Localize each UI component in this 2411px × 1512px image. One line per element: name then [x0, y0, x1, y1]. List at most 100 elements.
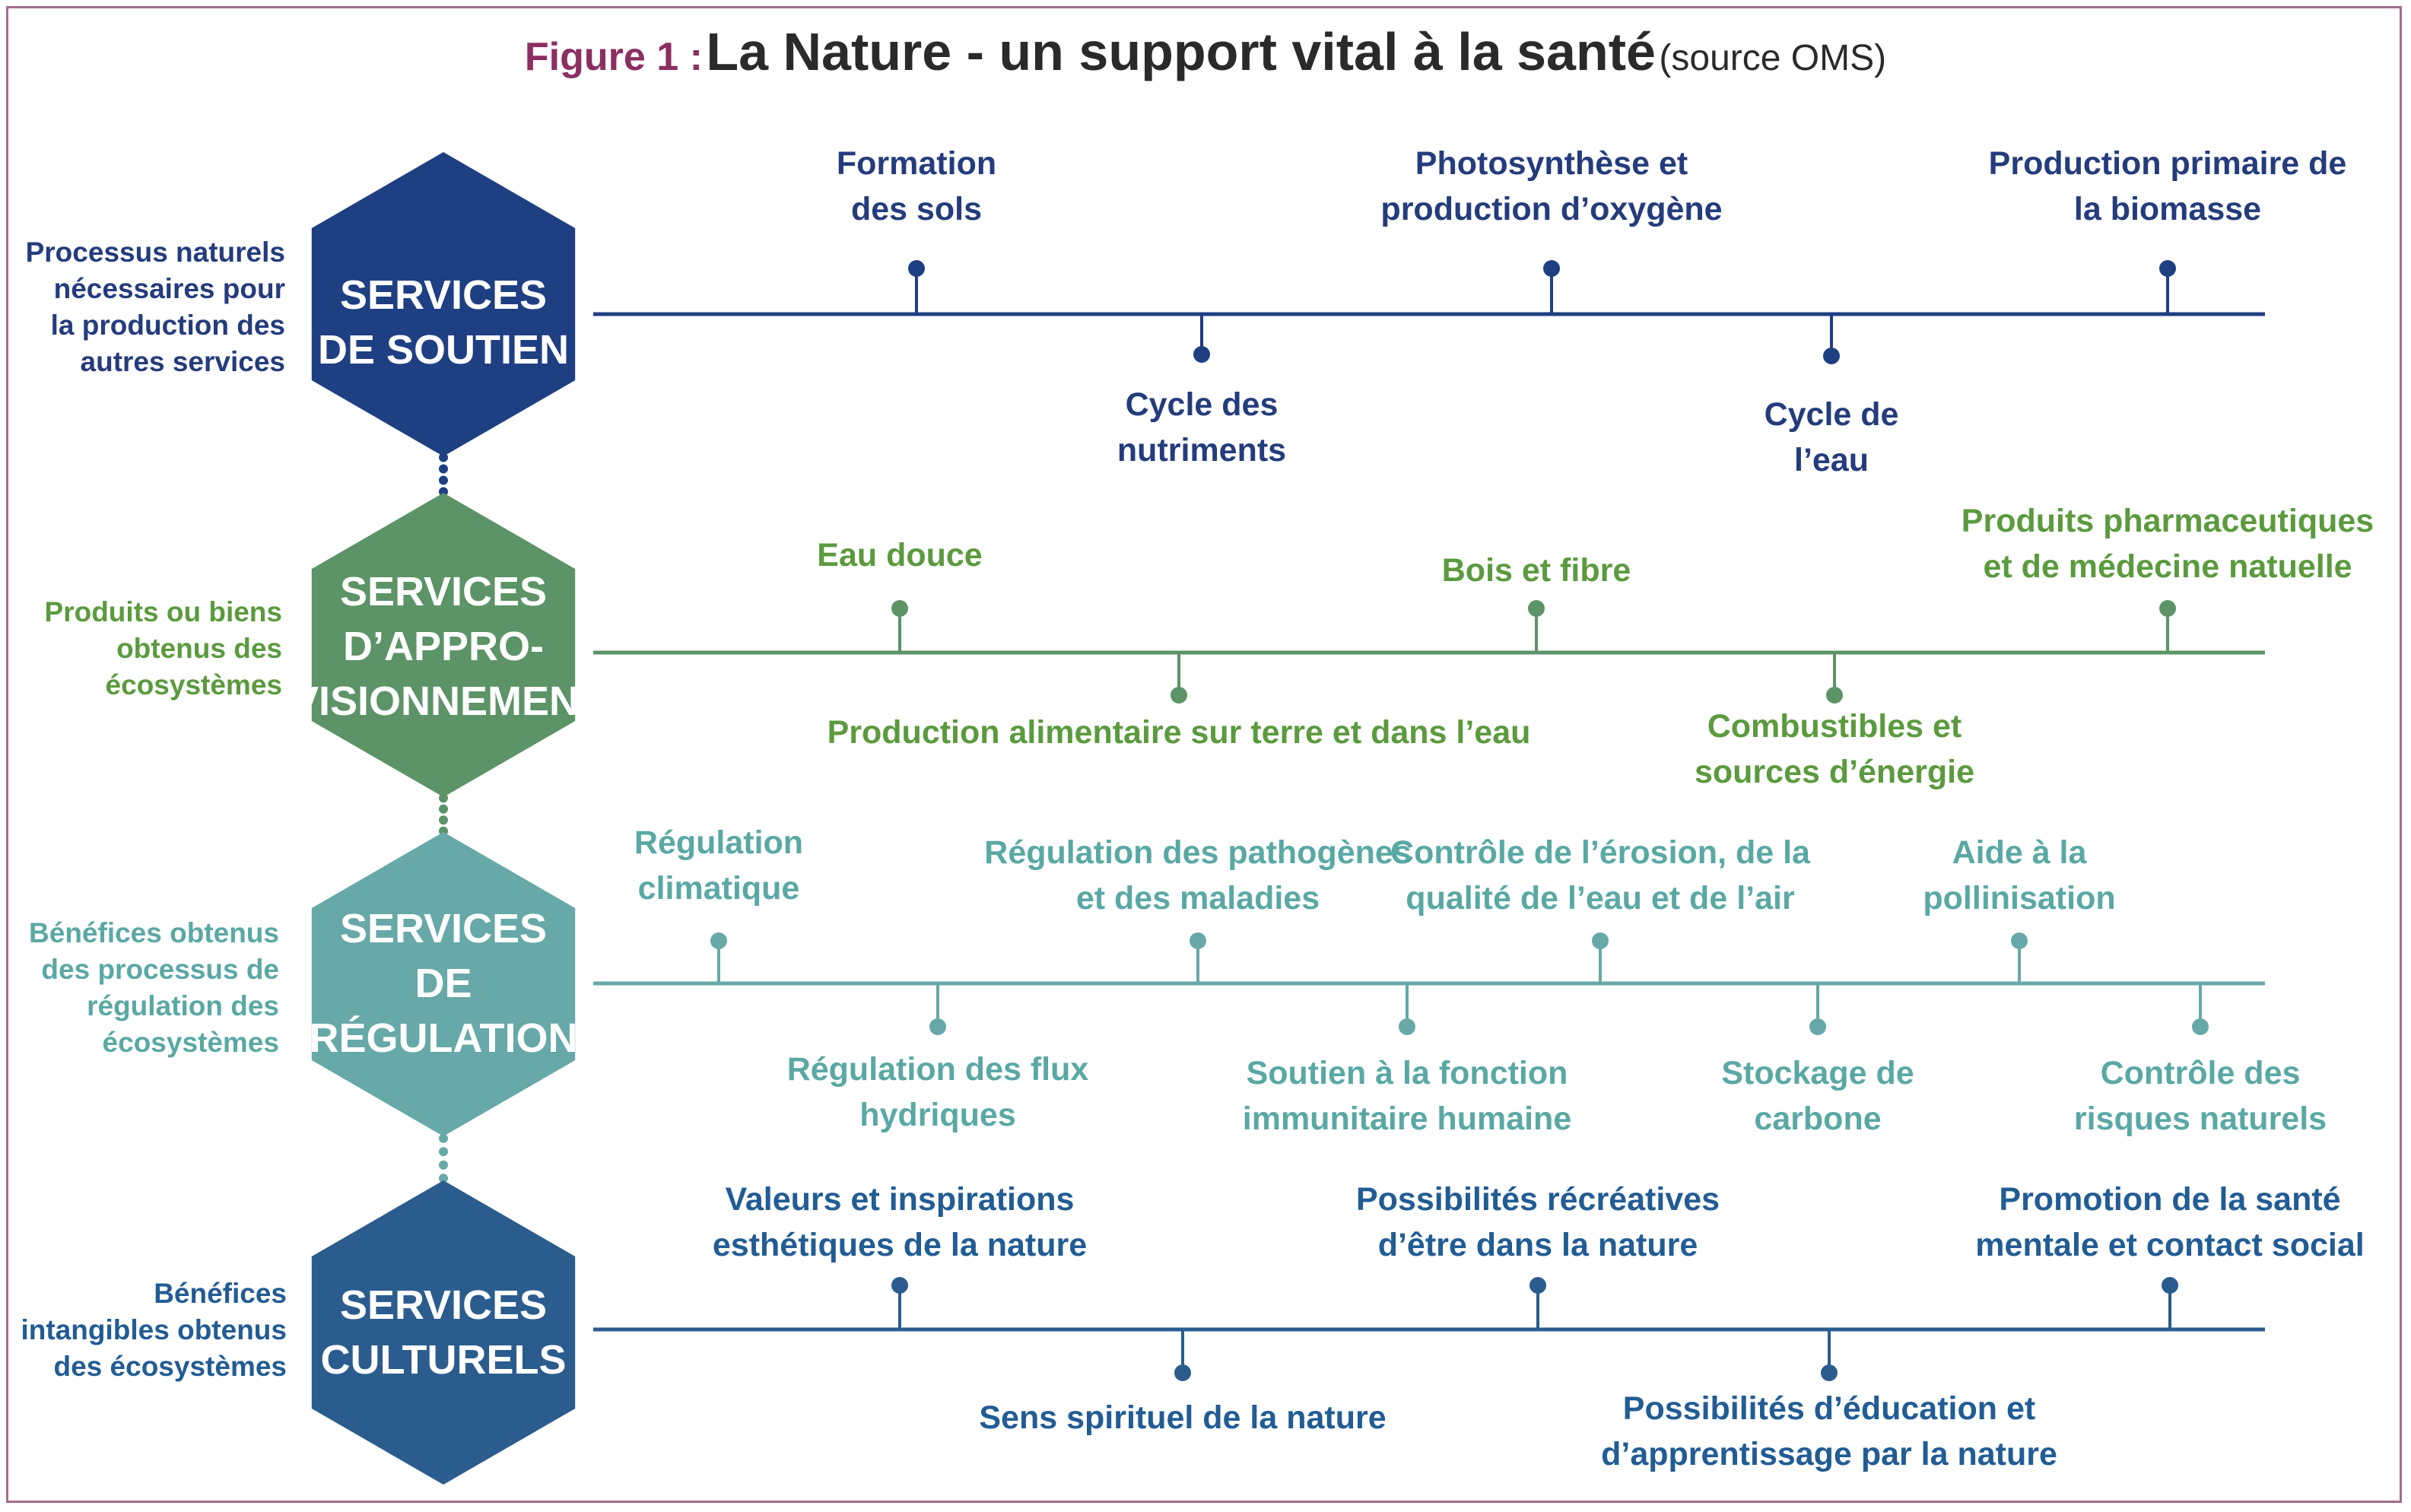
connector-dot	[439, 487, 448, 497]
regulation-item-label-line: hydriques	[859, 1097, 1016, 1133]
culturels-item-label-line: d’apprentissage par la nature	[1601, 1436, 2057, 1472]
approvisionnement-hex-label-line: SERVICES	[339, 569, 548, 615]
figure-source: (source OMS)	[1659, 38, 1887, 78]
regulation-item-label-line: Contrôle de l’érosion, de la	[1390, 834, 1810, 871]
figure-main-title: La Nature - un support vital à la santé	[706, 22, 1656, 81]
regulation-description-line: Bénéfices obtenus	[29, 917, 279, 948]
approvisionnement-hex-label-line: VISIONNEMENT	[291, 678, 605, 724]
approvisionnement-description-line: écosystèmes	[105, 669, 282, 700]
culturels-item-label: Possibilités récréatives d’être dans la n…	[1356, 1177, 1720, 1268]
regulation-item-dot	[1809, 1018, 1826, 1035]
culturels-item-label-line: d’être dans la nature	[1377, 1227, 1698, 1263]
culturels-description: Bénéfices intangibles obtenus des écosystè…	[21, 1275, 287, 1385]
culturels-description-line: intangibles obtenus	[21, 1314, 287, 1345]
soutien-item-label-line: des sols	[850, 191, 983, 227]
regulation-item-label-line: risques naturels	[2073, 1101, 2327, 1137]
approvisionnement-item-dot	[2159, 600, 2176, 617]
approvisionnement-item-label-line: Eau douce	[817, 537, 983, 573]
soutien-hex-label-line: DE SOUTIEN	[317, 327, 570, 373]
culturels-item-label-line: Possibilités récréatives	[1355, 1181, 1720, 1218]
approvisionnement-item-label: Eau douce	[817, 532, 982, 578]
connector-dot	[439, 1174, 448, 1183]
regulation-item-label-line: carbone	[1754, 1101, 1882, 1137]
regulation-item-label-line: Soutien à la fonction	[1246, 1055, 1568, 1091]
approvisionnement-item-dot	[1826, 687, 1843, 704]
regulation-item-label: Soutien à la fonction immunitaire humaine	[1243, 1050, 1571, 1142]
culturels-item-dot	[891, 1277, 908, 1294]
connector-dot	[439, 475, 448, 485]
approvisionnement-hexagon	[311, 493, 576, 797]
regulation-item-label: Régulation des pathogènes et des maladies	[984, 830, 1411, 921]
connector-dot	[439, 815, 448, 825]
regulation-item-label-line: Aide à la	[1952, 834, 2087, 871]
soutien-item-label-line: Formation	[836, 145, 997, 182]
regulation-item-label-line: qualité de l’eau et de l’air	[1406, 880, 1795, 916]
connector-dot	[439, 1133, 448, 1143]
connector-dot	[439, 1160, 448, 1170]
regulation-description-line: écosystèmes	[102, 1027, 279, 1058]
regulation-item-dot	[1592, 932, 1609, 949]
soutien-item-label: Formation des sols	[837, 141, 996, 232]
culturels-item-dot	[1174, 1364, 1191, 1381]
regulation-description-line: régulation des	[87, 990, 279, 1021]
connector-dot	[439, 453, 448, 462]
regulation-item-dot	[2192, 1018, 2209, 1035]
soutien-hexagon	[311, 152, 576, 456]
soutien-item-dot	[908, 260, 925, 277]
soutien-item-dot	[1193, 346, 1210, 363]
culturels-description-line: des écosystèmes	[53, 1351, 287, 1382]
soutien-item-dot	[1543, 260, 1560, 277]
culturels-item-label-line: mentale et contact social	[1975, 1227, 2365, 1263]
approvisionnement-hex-label: SERVICES D’APPRO- VISIONNEMENT	[291, 564, 605, 729]
regulation-item-label-line: et des maladies	[1075, 880, 1320, 916]
culturels-description-line: Bénéfices	[154, 1278, 287, 1309]
culturels-item-label: Possibilités d’éducation et d’apprentissa…	[1601, 1386, 2057, 1477]
culturels-item-label-line: Sens spirituel de la nature	[979, 1399, 1387, 1436]
approvisionnement-item-label-line: Bois et fibre	[1441, 552, 1631, 589]
soutien-item-label-line: Production primaire de	[1988, 145, 2347, 182]
regulation-item-label-line: immunitaire humaine	[1242, 1101, 1572, 1137]
figure-frame	[6, 6, 2402, 1503]
regulation-item-dot	[929, 1018, 946, 1035]
soutien-item-label: Cycle de l’eau	[1765, 392, 1899, 483]
regulation-hexagon	[311, 832, 576, 1136]
regulation-item-label-line: pollinisation	[1923, 880, 2116, 916]
regulation-item-label: Contrôle des risques naturels	[2074, 1050, 2327, 1142]
regulation-item-dot	[1190, 932, 1206, 949]
regulation-hex-label-line: RÉGULATION	[309, 1015, 578, 1061]
regulation-description-line: des processus de	[41, 954, 279, 985]
culturels-item-label: Sens spirituel de la nature	[979, 1395, 1386, 1441]
soutien-item-label-line: Cycle de	[1764, 396, 1899, 433]
connector-dot	[439, 1147, 448, 1157]
regulation-item-label-line: Contrôle des	[2100, 1055, 2301, 1091]
connector-dot	[439, 804, 448, 814]
soutien-hex-label-line: SERVICES	[339, 272, 548, 318]
culturels-hex-label-line: SERVICES	[339, 1282, 548, 1328]
approvisionnement-hex-label-line: D’APPRO-	[342, 624, 544, 669]
soutien-item-label-line: nutriments	[1117, 432, 1287, 469]
soutien-hex-label: SERVICES DE SOUTIEN	[291, 268, 596, 377]
culturels-item-label-line: esthétiques de la nature	[712, 1227, 1088, 1263]
regulation-item-label: Contrôle de l’érosion, de la qualité de l…	[1390, 830, 1810, 921]
approvisionnement-item-label-line: Production alimentaire sur terre et dans…	[827, 714, 1531, 751]
regulation-item-dot	[710, 932, 727, 949]
approvisionnement-item-label-line: sources d’énergie	[1694, 754, 1975, 790]
soutien-item-label-line: l’eau	[1794, 442, 1869, 478]
soutien-description-line: Processus naturels	[25, 237, 285, 268]
culturels-item-label-line: Possibilités d’éducation et	[1622, 1390, 2036, 1427]
regulation-item-label-line: Régulation des pathogènes	[984, 834, 1412, 871]
culturels-hexagon	[311, 1180, 576, 1485]
